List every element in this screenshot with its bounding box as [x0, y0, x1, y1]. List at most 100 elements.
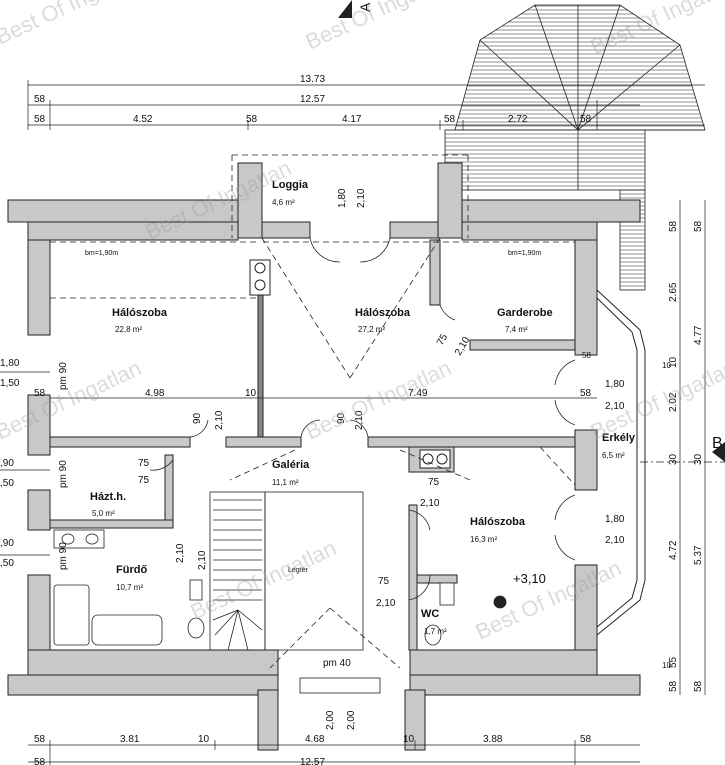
roof-drawing	[444, 4, 706, 291]
dim-int-17: 2,10	[175, 543, 186, 563]
dim-bottom-seg-6: 58	[580, 734, 592, 745]
dim-int-11: 2,10	[605, 401, 625, 412]
bm-label-right: bm=1,90m	[508, 250, 541, 257]
slope-lines	[50, 154, 576, 669]
dim-left-5: ,90	[0, 538, 14, 549]
level-label: +3,10	[513, 571, 546, 586]
bedroom1-name: Hálószoba	[112, 307, 168, 319]
loggia-name: Loggia	[272, 179, 309, 191]
balcony-area: 6,5 m²	[602, 451, 625, 460]
dim-int-19: 2,10	[197, 550, 208, 570]
dim-right-outer-2: 10	[668, 356, 679, 368]
pm40-label: pm 40	[323, 658, 351, 669]
dim-int-13: 2,10	[605, 535, 625, 546]
void-label: Légtér	[288, 567, 309, 574]
dim-left-0: 1,80	[0, 358, 20, 369]
dim-left-4: ,50	[0, 478, 14, 489]
dim-bottom-seg-0: 58	[34, 734, 46, 745]
wc-area: 1,7 m²	[424, 627, 447, 636]
dim-bottom-seg-3: 4.68	[305, 734, 325, 745]
watermark-5: Best Of Ingatlan	[0, 355, 145, 444]
section-b-arrow	[712, 442, 725, 462]
dim-bottom-seg-4: 10	[403, 734, 415, 745]
dim-int-21: 2,10	[420, 498, 440, 509]
dim-bottom-total: 12.57	[300, 757, 325, 765]
dim-row2-left: 58	[34, 94, 46, 105]
section-a-label: A	[357, 2, 373, 12]
dim-int-7: 2,10	[354, 410, 365, 430]
dim-left-1: 1,50	[0, 378, 20, 389]
dim-int-24: 2,00	[325, 710, 336, 730]
dim-top-total: 13.73	[300, 74, 325, 85]
loggia-area: 4,6 m²	[272, 198, 295, 207]
dim-bottom-left: 58	[34, 757, 46, 765]
dim-int-2: 7.49	[408, 388, 428, 399]
garderobe-name: Garderobe	[497, 307, 553, 319]
gallery-area: 11,1 m²	[272, 478, 299, 487]
dim-top-seg-3: 4.17	[342, 114, 362, 125]
bedroom2-area: 27,2 m²	[358, 325, 385, 334]
dim-int-27: pm 90	[58, 460, 69, 488]
doors	[149, 237, 576, 601]
dim-left-3: ,90	[0, 458, 14, 469]
utility-area: 5,0 m²	[92, 509, 115, 518]
bedroom1-area: 22,8 m²	[115, 325, 142, 334]
dim-int-14: 75	[435, 332, 450, 348]
balcony-name: Erkély	[602, 432, 636, 444]
dim-int-20: 75	[428, 477, 440, 488]
dim-int-0: 4.98	[145, 388, 165, 399]
dim-right-outer-3: 2.02	[668, 392, 679, 412]
dim-int-4: 90	[192, 412, 203, 424]
dim-int-5: 2,10	[214, 410, 225, 430]
dim-top-seg-1: 4.52	[133, 114, 153, 125]
bedroom3-name: Hálószoba	[470, 516, 526, 528]
dim-int-9: 2,10	[356, 188, 367, 208]
dim-int-25: 2,00	[346, 710, 357, 730]
bedroom3-area: 16,3 m²	[470, 535, 497, 544]
dim-int-29: 58	[582, 351, 591, 360]
dim-int-30: 10	[662, 361, 671, 370]
watermark-7: Best Of Ingatlan	[587, 355, 725, 444]
garderobe-area: 7,4 m²	[505, 325, 528, 334]
dim-right-outer-1: 2.65	[668, 282, 679, 302]
dim-right-outer-6: 55	[668, 656, 679, 668]
dim-right-outer-0: 58	[668, 220, 679, 232]
dim-top-second: 12.57	[300, 94, 325, 105]
dim-right-outer-5: 4.72	[668, 540, 679, 560]
dim-left-6: ,50	[0, 558, 14, 569]
dim-top-seg-4: 58	[444, 114, 456, 125]
dim-int-26: pm 90	[58, 362, 69, 390]
section-b-label: B	[712, 435, 723, 452]
dim-right-inner-0: 58	[693, 220, 704, 232]
dim-right-inner-2: 30	[693, 453, 704, 465]
bedroom2-name: Hálószoba	[355, 307, 411, 319]
staircase	[209, 491, 381, 694]
dim-left-2: 58	[34, 388, 46, 399]
dim-right-outer-4: 30	[668, 453, 679, 465]
gallery-name: Galéria	[272, 459, 310, 471]
dim-right-inner-3: 5.37	[693, 545, 704, 565]
balcony-bay	[596, 289, 646, 636]
dimension-lines	[0, 80, 706, 765]
dim-int-6: 90	[336, 412, 347, 424]
dim-int-12: 1,80	[605, 514, 625, 525]
dim-right-inner-1: 4.77	[693, 325, 704, 345]
dim-bottom-seg-5: 3.88	[483, 734, 503, 745]
watermark-1: Best Of Ingatlan	[0, 0, 145, 50]
watermark-2: Best Of Ingatlan	[302, 0, 456, 55]
dim-top-seg-5: 2.72	[508, 114, 528, 125]
dim-int-8: 1,80	[337, 188, 348, 208]
dim-int-16: 75	[138, 458, 150, 469]
dim-int-10: 1,80	[605, 379, 625, 390]
dim-top-seg-6: 58	[580, 114, 592, 125]
dim-right-outer-7: 58	[668, 680, 679, 692]
dim-right-inner-4: 58	[693, 680, 704, 692]
dim-int-23: 2,10	[376, 598, 396, 609]
dim-top-seg-2: 58	[246, 114, 258, 125]
walls	[7, 162, 641, 751]
bathroom-name: Fürdő	[116, 564, 147, 576]
dim-bottom-seg-2: 10	[198, 734, 210, 745]
section-markers	[338, 0, 725, 463]
bathroom-area: 10,7 m²	[116, 583, 143, 592]
dim-int-1: 10	[245, 388, 257, 399]
